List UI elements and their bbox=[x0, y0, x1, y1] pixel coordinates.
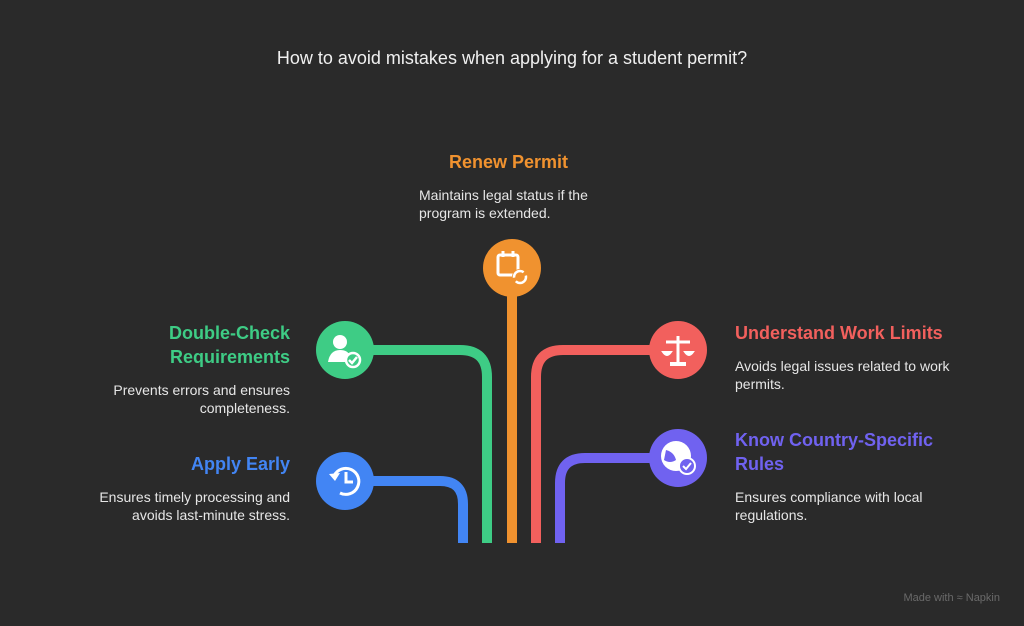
diagram-title: How to avoid mistakes when applying for … bbox=[276, 48, 748, 68]
work-limits-description: Avoids legal issues related to work perm… bbox=[735, 358, 950, 392]
person-check-icon bbox=[316, 321, 374, 379]
work-limits-heading: Understand Work Limits bbox=[735, 323, 943, 343]
renew-permit-description: Maintains legal status if the program is… bbox=[419, 187, 588, 221]
globe-check-icon bbox=[649, 429, 707, 487]
double-check-description: Prevents errors and ensures completeness… bbox=[113, 382, 290, 416]
double-check-heading: Double-Check Requirements bbox=[168, 323, 290, 367]
connector-double-check bbox=[345, 345, 492, 543]
connector-apply-early bbox=[345, 476, 468, 543]
history-clock-icon bbox=[316, 452, 374, 510]
renew-permit-heading: Renew Permit bbox=[449, 152, 569, 172]
made-with-label: Made with bbox=[903, 592, 954, 604]
connector-country-rules bbox=[555, 453, 678, 543]
country-rules-description: Ensures compliance with local regulation… bbox=[735, 489, 923, 523]
napkin-brand: Napkin bbox=[965, 592, 1000, 604]
napkin-watermark: Made with ≈ Napkin bbox=[903, 592, 1000, 604]
apply-early-description: Ensures timely processing and avoids las… bbox=[99, 489, 290, 523]
napkin-logo-icon: ≈ bbox=[956, 592, 963, 604]
country-rules-heading: Know Country-Specific Rules bbox=[735, 430, 934, 474]
apply-early-heading: Apply Early bbox=[190, 454, 290, 474]
scales-icon bbox=[649, 321, 707, 379]
connector-work-limits bbox=[531, 345, 678, 543]
calendar-refresh-icon bbox=[483, 239, 541, 297]
